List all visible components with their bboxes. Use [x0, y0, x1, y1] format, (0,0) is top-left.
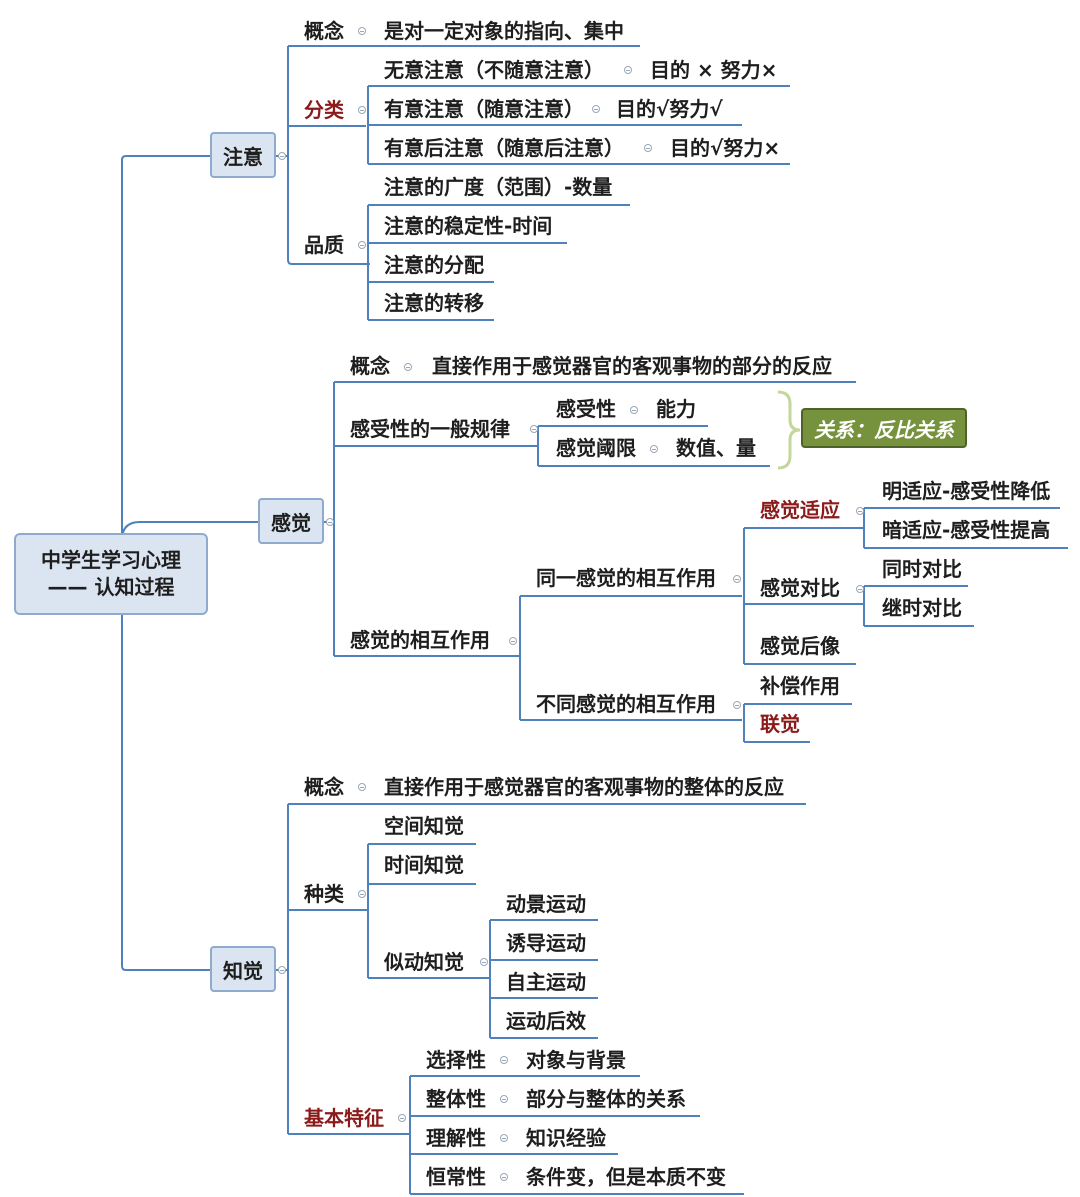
feature-name[interactable]: 整体性 — [426, 1087, 486, 1111]
attention-type-name[interactable]: 无意注意（不随意注意） — [384, 58, 604, 82]
collapse-icon[interactable] — [358, 27, 366, 35]
feature-name[interactable]: 选择性 — [426, 1048, 486, 1072]
attention-quality-item[interactable]: 注意的转移 — [384, 291, 484, 315]
contrast-item[interactable]: 同时对比 — [882, 557, 962, 581]
collapse-icon[interactable] — [509, 637, 517, 645]
sensation-law-name[interactable]: 感觉阈限 — [556, 436, 636, 460]
root-title: 中学生学习心理 — [41, 548, 181, 572]
collapse-icon[interactable] — [530, 425, 538, 433]
adaptation-label[interactable]: 感觉适应 — [760, 498, 840, 522]
attention-quality-item[interactable]: 注意的广度（范围）-数量 — [384, 175, 613, 199]
collapse-icon[interactable] — [500, 1056, 508, 1064]
collapse-icon[interactable] — [326, 518, 334, 526]
collapse-icon[interactable] — [500, 1173, 508, 1181]
collapse-icon[interactable] — [358, 890, 366, 898]
different-item[interactable]: 补偿作用 — [760, 674, 840, 698]
sensation-law-desc[interactable]: 能力 — [656, 397, 696, 421]
attention-type-desc[interactable]: 目的 × 努力× — [650, 58, 778, 82]
different-sensation-label[interactable]: 不同感觉的相互作用 — [536, 692, 716, 716]
adaptation-item[interactable]: 明适应-感受性降低 — [882, 479, 1051, 503]
apparent-item[interactable]: 诱导运动 — [506, 931, 586, 955]
relation-tag[interactable]: 关系：反比关系 — [801, 408, 967, 448]
collapse-icon[interactable] — [856, 507, 864, 515]
perception-kind-item[interactable]: 时间知觉 — [384, 853, 464, 877]
apparent-motion-label[interactable]: 似动知觉 — [384, 950, 464, 974]
collapse-icon[interactable] — [650, 445, 658, 453]
attention-concept-label[interactable]: 概念 — [304, 19, 344, 43]
feature-name[interactable]: 恒常性 — [426, 1165, 486, 1189]
topic-perception[interactable]: 知觉 — [210, 946, 276, 992]
afterimage-label[interactable]: 感觉后像 — [760, 634, 840, 658]
same-sensation-label[interactable]: 同一感觉的相互作用 — [536, 566, 716, 590]
attention-types-label[interactable]: 分类 — [304, 98, 344, 122]
collapse-icon[interactable] — [358, 106, 366, 114]
root-subtitle: —— 认知过程 — [47, 575, 175, 599]
root-node[interactable]: 中学生学习心理 —— 认知过程 — [14, 533, 208, 615]
attention-concept-text[interactable]: 是对一定对象的指向、集中 — [384, 19, 624, 43]
attention-quality-label[interactable]: 品质 — [304, 233, 344, 257]
collapse-icon[interactable] — [630, 406, 638, 414]
collapse-icon[interactable] — [278, 966, 286, 974]
adaptation-item[interactable]: 暗适应-感受性提高 — [882, 518, 1051, 542]
apparent-item[interactable]: 动景运动 — [506, 892, 586, 916]
collapse-icon[interactable] — [500, 1134, 508, 1142]
sensation-law-desc[interactable]: 数值、量 — [676, 436, 756, 460]
collapse-icon[interactable] — [733, 701, 741, 709]
collapse-icon[interactable] — [592, 105, 600, 113]
attention-quality-item[interactable]: 注意的分配 — [384, 253, 484, 277]
sensation-law-name[interactable]: 感受性 — [556, 397, 616, 421]
contrast-label[interactable]: 感觉对比 — [760, 576, 840, 600]
feature-desc[interactable]: 部分与整体的关系 — [526, 1087, 686, 1111]
contrast-item[interactable]: 继时对比 — [882, 596, 962, 620]
feature-desc[interactable]: 知识经验 — [526, 1126, 606, 1150]
sensation-law-label[interactable]: 感受性的一般规律 — [350, 417, 510, 441]
perception-concept-text[interactable]: 直接作用于感觉器官的客观事物的整体的反应 — [384, 775, 784, 799]
collapse-icon[interactable] — [358, 241, 366, 249]
feature-name[interactable]: 理解性 — [426, 1126, 486, 1150]
collapse-icon[interactable] — [500, 1095, 508, 1103]
collapse-icon[interactable] — [644, 144, 652, 152]
perception-kind-item[interactable]: 空间知觉 — [384, 814, 464, 838]
topic-sensation[interactable]: 感觉 — [258, 498, 324, 544]
sensation-concept-label[interactable]: 概念 — [350, 354, 390, 378]
sensation-concept-text[interactable]: 直接作用于感觉器官的客观事物的部分的反应 — [432, 354, 832, 378]
different-item[interactable]: 联觉 — [760, 712, 800, 736]
collapse-icon[interactable] — [404, 363, 412, 371]
sensation-interaction-label[interactable]: 感觉的相互作用 — [350, 628, 490, 652]
topic-attention[interactable]: 注意 — [210, 132, 276, 178]
feature-desc[interactable]: 条件变，但是本质不变 — [526, 1165, 726, 1189]
features-label[interactable]: 基本特征 — [304, 1106, 384, 1130]
collapse-icon[interactable] — [733, 575, 741, 583]
collapse-icon[interactable] — [480, 958, 488, 966]
apparent-item[interactable]: 运动后效 — [506, 1009, 586, 1033]
attention-type-name[interactable]: 有意后注意（随意后注意） — [384, 136, 624, 160]
attention-type-desc[interactable]: 目的√努力× — [670, 136, 781, 160]
collapse-icon[interactable] — [358, 783, 366, 791]
attention-quality-item[interactable]: 注意的稳定性-时间 — [384, 214, 553, 238]
collapse-icon[interactable] — [278, 152, 286, 160]
perception-concept-label[interactable]: 概念 — [304, 775, 344, 799]
attention-type-desc[interactable]: 目的√努力√ — [616, 97, 723, 121]
attention-type-name[interactable]: 有意注意（随意注意） — [384, 97, 584, 121]
feature-desc[interactable]: 对象与背景 — [526, 1048, 626, 1072]
collapse-icon[interactable] — [856, 585, 864, 593]
collapse-icon[interactable] — [624, 66, 632, 74]
apparent-item[interactable]: 自主运动 — [506, 970, 586, 994]
collapse-icon[interactable] — [398, 1114, 406, 1122]
perception-kinds-label[interactable]: 种类 — [304, 882, 344, 906]
